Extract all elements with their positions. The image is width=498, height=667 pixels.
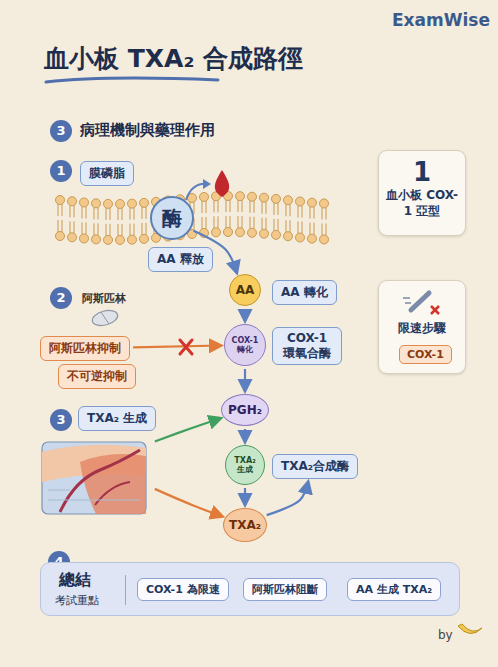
blood-drop <box>215 170 229 197</box>
enzyme-circle: 酶 <box>150 196 194 240</box>
aspirin-pill <box>91 308 120 328</box>
enzyme-box: TXA₂合成酶 <box>272 454 358 479</box>
pathway-arrow <box>155 418 221 441</box>
banana-icon <box>458 624 482 634</box>
block-cross <box>180 340 192 354</box>
node-label: 酶 <box>162 205 182 232</box>
node-sublabel: 血小板 COX-1 亞型 <box>379 188 465 219</box>
node-label: 阿斯匹林抑制 <box>49 340 121 357</box>
summary-band: 總結考試重點 COX-1 為限速 阿斯匹林阻斷 AA 生成 TXA₂ <box>40 562 460 616</box>
node-label: AA <box>236 283 255 297</box>
pathway-arrow <box>155 489 223 517</box>
rate-limit-icon <box>401 286 445 318</box>
pathway-arrow <box>244 309 246 321</box>
arrow-head <box>203 179 211 189</box>
summary-pill: COX-1 為限速 <box>137 578 229 601</box>
summary-pill: 阿斯匹林阻斷 <box>243 578 327 601</box>
node-label: PGH₂ <box>228 403 262 417</box>
node-label: 膜磷脂 <box>89 165 125 182</box>
process-box: 膜磷脂 <box>80 161 134 186</box>
enzyme-circle: TXA₂ 生成 <box>225 445 265 485</box>
node-label: AA 轉化 <box>281 284 328 301</box>
highlight-pill: COX-1 <box>399 345 452 364</box>
pathway-arrow <box>244 369 246 391</box>
step-number: 1 <box>50 160 72 182</box>
node-label: COX-1 環氧合酶 <box>281 331 333 361</box>
pathway-arrow <box>133 346 221 348</box>
brand-name: ExamWise <box>392 10 490 30</box>
step-number: 2 <box>50 287 72 309</box>
node-label: TXA₂ 生成 <box>230 456 260 474</box>
substrate-circle: AA <box>229 274 261 306</box>
title-underline <box>46 78 218 82</box>
node-label: 限速步驟 <box>379 321 465 337</box>
node-label: TXA₂ 生成 <box>78 406 156 431</box>
node-label: TXA₂ <box>229 518 261 532</box>
enzyme-circle: COX-1 轉化 <box>224 324 266 366</box>
pathway-arrow <box>244 429 246 442</box>
info-card: 限速步驟 COX-1 <box>378 280 466 374</box>
process-box: AA 釋放 <box>148 247 213 272</box>
intermediate-ellipse: PGH₂ <box>221 394 269 426</box>
node-label: AA 釋放 <box>157 251 204 268</box>
section-number: 3 <box>50 120 72 142</box>
pathway-arrow <box>267 482 308 515</box>
node-sublabel: 考試重點 <box>55 593 99 608</box>
info-card: 1血小板 COX-1 亞型 <box>378 150 466 236</box>
node-label: 總結 <box>59 570 91 591</box>
node-label: COX-1 轉化 <box>229 336 261 354</box>
title: 血小板 TXA₂ 合成路徑 <box>44 42 303 75</box>
membrane-illustration <box>56 192 329 245</box>
node-label: 不可逆抑制 <box>67 368 127 385</box>
enzyme-box: COX-1 環氧合酶 <box>272 327 342 365</box>
pathway-arrow <box>244 488 246 505</box>
inhibition-box: 阿斯匹林抑制 <box>40 336 130 361</box>
drug-name: 阿斯匹林 <box>82 291 126 306</box>
step-number: 3 <box>50 409 72 431</box>
product-ellipse: TXA₂ <box>223 508 267 542</box>
step-panel: TXA₂ 生成 <box>38 406 152 520</box>
inhibition-box: 不可逆抑制 <box>58 364 136 389</box>
node-label: COX-1 <box>407 348 444 361</box>
tissue-illustration <box>42 442 146 514</box>
node-label: 1 <box>379 157 465 188</box>
node-label: AA 生成 TXA₂ <box>356 582 432 597</box>
process-box: AA 轉化 <box>272 280 337 305</box>
node-label: 阿斯匹林阻斷 <box>252 582 318 597</box>
node-label: TXA₂合成酶 <box>281 458 349 475</box>
summary-pill: AA 生成 TXA₂ <box>347 578 441 601</box>
section-heading: 病理機制與藥理作用 <box>80 121 215 140</box>
credit: by <box>438 628 453 642</box>
node-label: COX-1 為限速 <box>146 582 220 597</box>
